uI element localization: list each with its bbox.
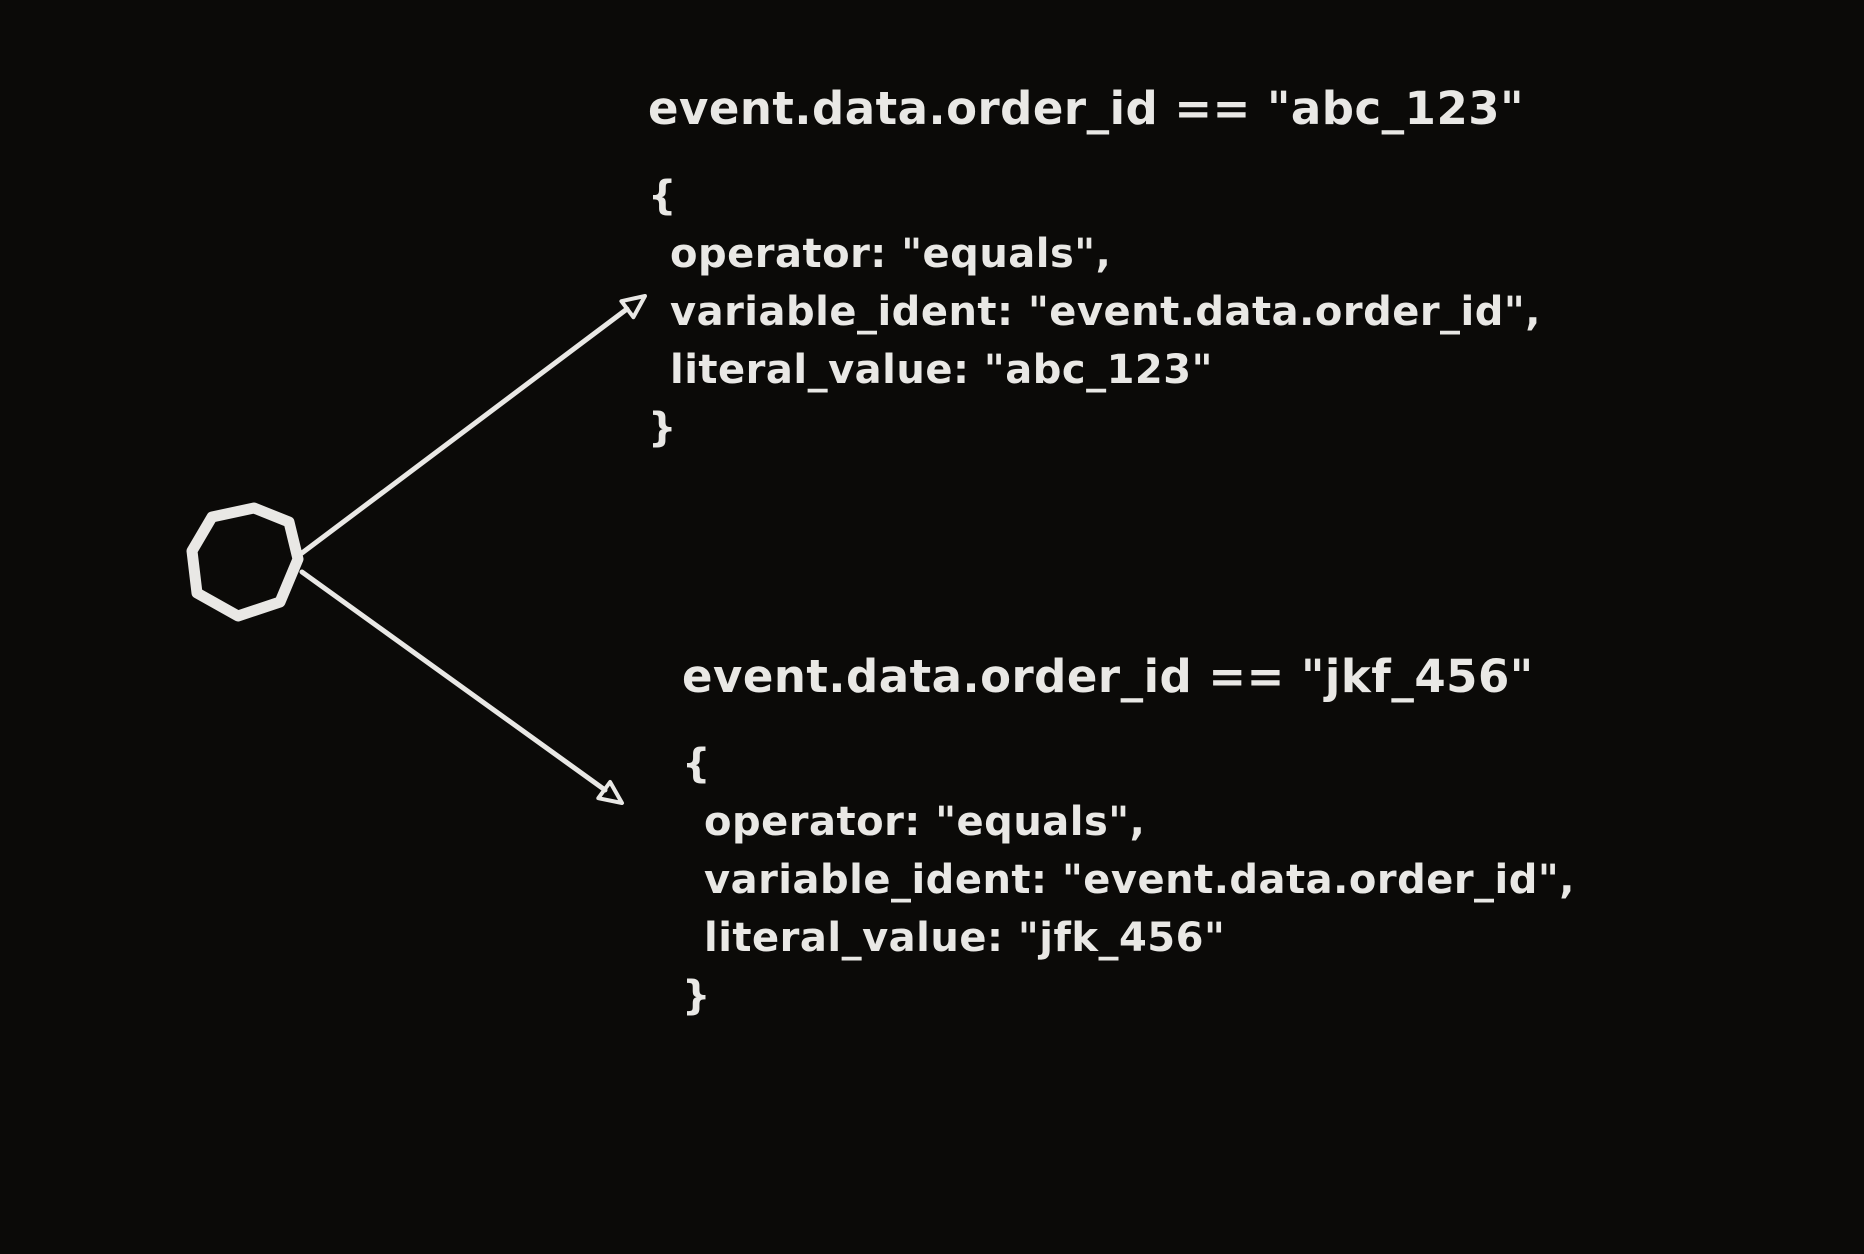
branch-block-jkf-456: event.data.order_id == "jkf_456" { opera… — [682, 650, 1575, 1025]
code-open-brace: { — [682, 741, 711, 787]
condition-code: { operator: "equals", variable_ident: "e… — [648, 167, 1541, 457]
code-line-operator: operator: "equals", — [704, 799, 1146, 845]
code-line-operator: operator: "equals", — [670, 231, 1112, 277]
condition-title: event.data.order_id == "jkf_456" — [682, 650, 1534, 703]
code-open-brace: { — [648, 173, 677, 219]
arrow-to-branch-0 — [299, 294, 647, 556]
condition-code: { operator: "equals", variable_ident: "e… — [682, 735, 1575, 1025]
code-line-literal-value: literal_value: "jfk_456" — [704, 915, 1226, 961]
code-line-literal-value: literal_value: "abc_123" — [670, 347, 1213, 393]
code-line-variable-ident: variable_ident: "event.data.order_id", — [670, 289, 1541, 335]
circle-node-icon — [186, 502, 304, 622]
code-close-brace: } — [682, 973, 711, 1019]
arrowhead-icon — [596, 780, 624, 805]
code-close-brace: } — [648, 405, 677, 451]
branch-block-abc-123: event.data.order_id == "abc_123" { opera… — [648, 82, 1541, 457]
arrowhead-icon — [619, 294, 647, 320]
arrow-to-branch-1 — [299, 569, 624, 805]
condition-title: event.data.order_id == "abc_123" — [648, 82, 1525, 135]
code-line-variable-ident: variable_ident: "event.data.order_id", — [704, 857, 1575, 903]
